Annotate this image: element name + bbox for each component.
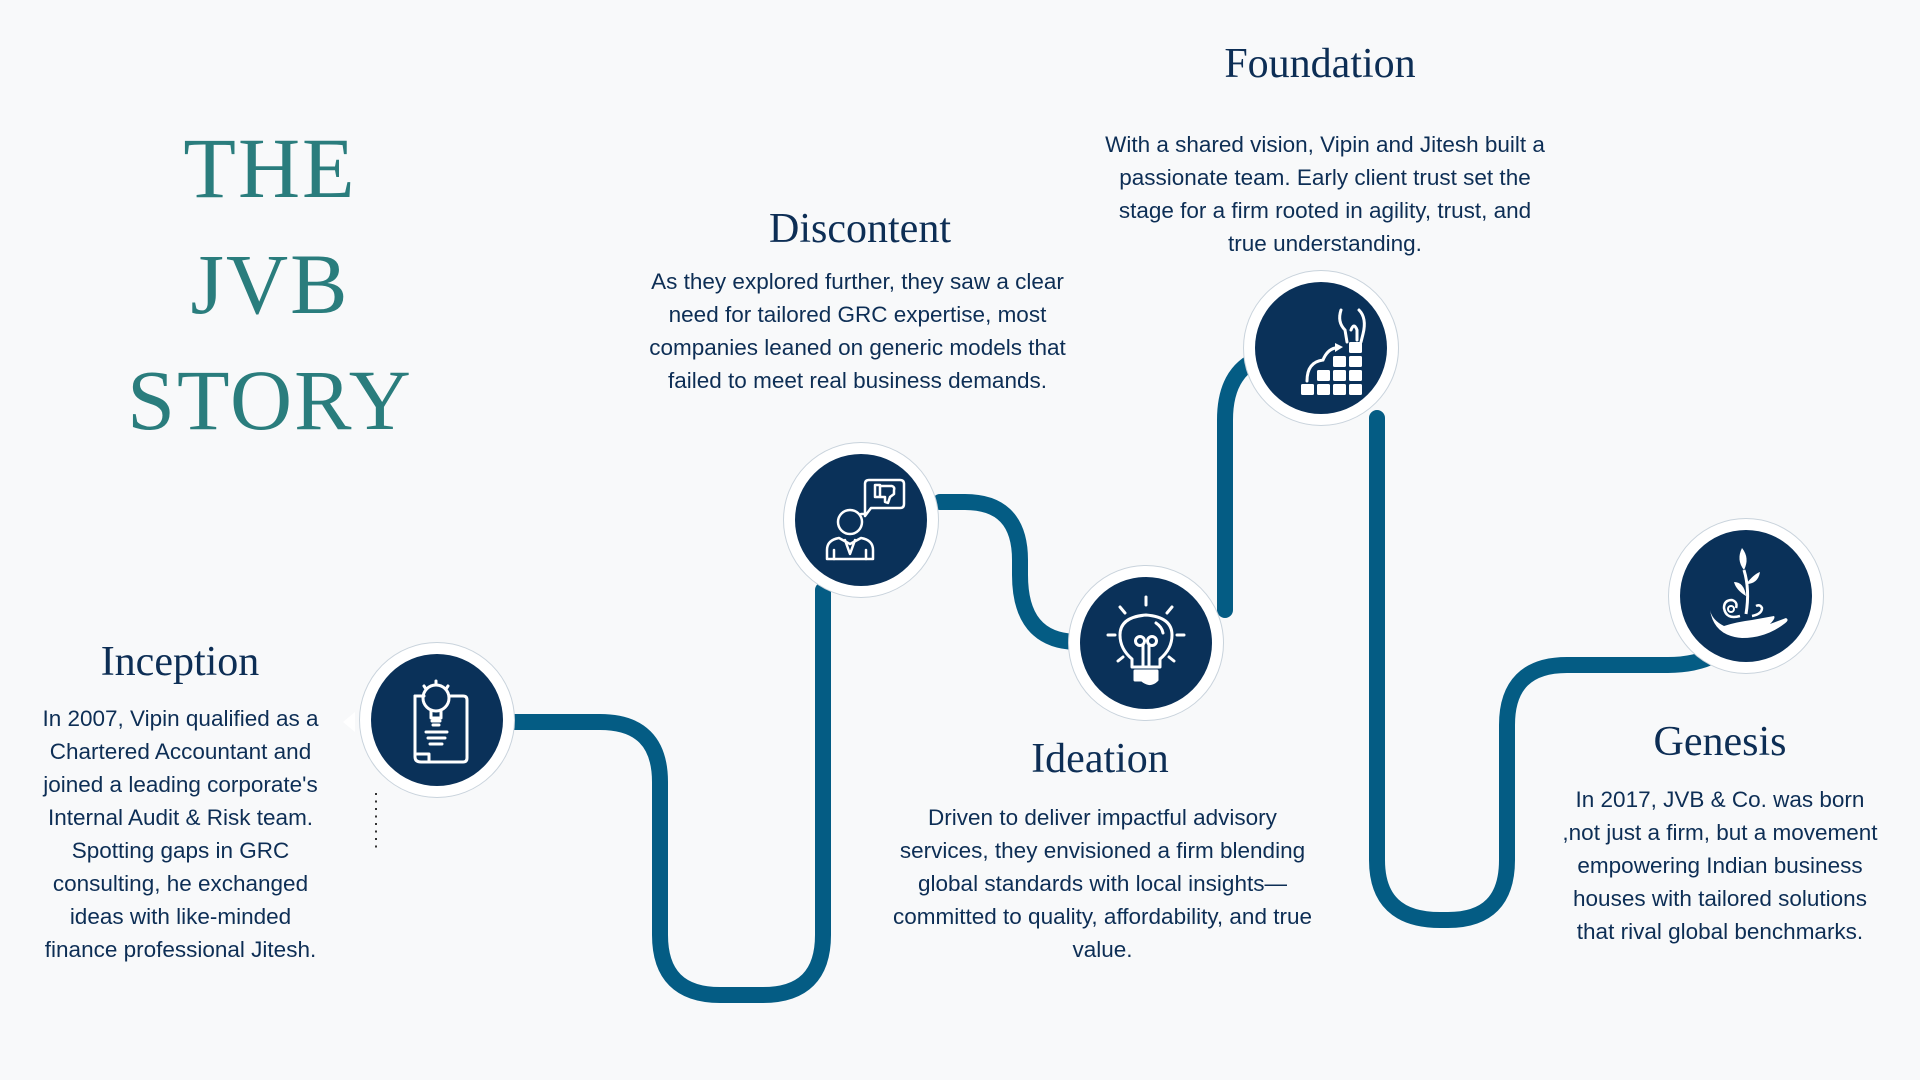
- dotted-line: [375, 793, 377, 853]
- person-thumbs-down-icon: [825, 478, 906, 561]
- left-arrow-marker: [343, 712, 355, 732]
- hand-sprout-icon: [1710, 548, 1788, 638]
- heading-discontent: Discontent: [769, 206, 951, 252]
- node-discontent: [783, 442, 939, 598]
- heading-genesis: Genesis: [1653, 719, 1787, 765]
- idea-document-icon: [413, 679, 469, 764]
- heading-inception: Inception: [100, 639, 260, 685]
- node-ideation: [1068, 565, 1224, 721]
- text-genesis: In 2017, JVB & Co. was born ,not just a …: [1562, 787, 1878, 944]
- node-genesis: [1668, 518, 1824, 674]
- page-title: THE JVB STORY: [100, 110, 440, 458]
- timeline-connector: [507, 352, 1723, 1003]
- heading-foundation: Foundation: [1224, 41, 1416, 87]
- lightbulb-icon: [1106, 595, 1186, 685]
- text-discontent: As they explored further, they saw a cle…: [649, 269, 1066, 393]
- title-line-1: THE JVB: [183, 120, 357, 332]
- text-inception: In 2007, Vipin qualified as a Chartered …: [42, 706, 319, 962]
- heading-ideation: Ideation: [1031, 736, 1169, 782]
- node-inception: [359, 642, 515, 798]
- text-ideation: Driven to deliver impactful advisory ser…: [893, 805, 1312, 962]
- node-foundation: [1243, 270, 1399, 426]
- text-foundation: With a shared vision, Vipin and Jitesh b…: [1105, 132, 1545, 256]
- title-line-2: STORY: [127, 352, 413, 448]
- hand-building-blocks-icon: [1301, 308, 1366, 395]
